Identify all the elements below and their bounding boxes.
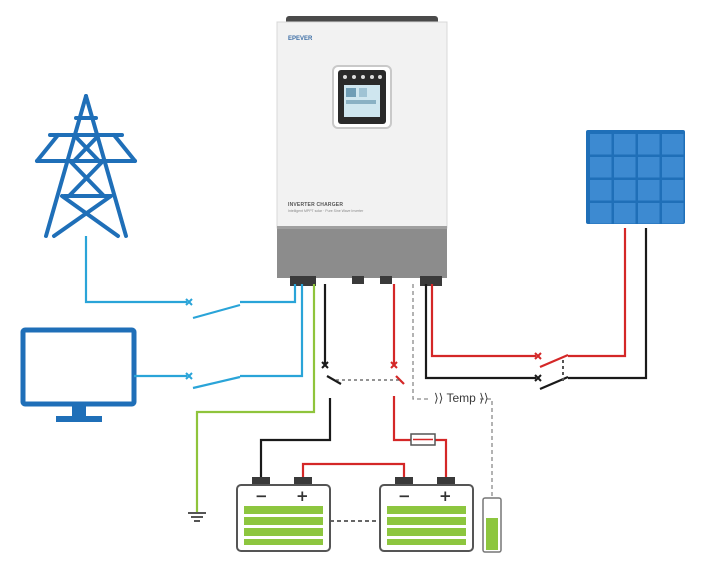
temp-sensor-label: ⟩⟩ Temp ⟩⟩ — [434, 391, 489, 405]
ground-wire — [195, 284, 316, 512]
solar-cell — [638, 134, 660, 155]
breaker-load — [185, 372, 193, 380]
solar-cell — [590, 203, 612, 224]
inverter-subtitle: Intelligent MPPT solar · Pure Sine Wave … — [288, 209, 364, 213]
ac-input-wire — [84, 236, 297, 320]
transmission-tower-icon — [35, 94, 137, 238]
battery2-negative-sign: − — [398, 487, 411, 505]
battery1-negative-sign: − — [255, 487, 268, 505]
solar-cell — [638, 157, 660, 178]
solar-cell — [662, 157, 684, 178]
temp-sensor-wire — [412, 284, 493, 498]
fuse-icon — [410, 433, 436, 446]
pv-negative-wire — [424, 228, 648, 391]
solar-cell — [662, 134, 684, 155]
temp-arrows-right: ⟩⟩ — [479, 391, 489, 405]
solar-cell — [590, 134, 612, 155]
breaker-battery-neg — [321, 361, 329, 369]
battery1-positive-sign: + — [296, 487, 309, 505]
solar-cell — [590, 157, 612, 178]
battery-icon — [236, 477, 331, 552]
battery-negative-wire — [259, 284, 342, 478]
monitor-icon — [20, 327, 137, 422]
solar-cell — [614, 157, 636, 178]
breaker-pv — [534, 352, 564, 382]
solar-cell — [614, 180, 636, 201]
battery-series-wire — [301, 462, 406, 478]
battery-positive-wire — [392, 284, 448, 478]
battery-icon — [379, 477, 474, 552]
temp-sensor-icon — [482, 497, 502, 553]
pv-positive-wire — [430, 228, 627, 369]
solar-panel-icon — [586, 130, 685, 224]
solar-cell — [638, 203, 660, 224]
solar-cell — [614, 203, 636, 224]
ac-output-wire — [134, 284, 304, 390]
battery2-positive-sign: + — [439, 487, 452, 505]
breaker-battery-pos — [390, 361, 398, 369]
breaker-grid — [185, 298, 193, 306]
solar-cell — [614, 134, 636, 155]
solar-cell — [590, 180, 612, 201]
inverter-title: INVERTER CHARGER — [288, 202, 344, 208]
temp-text: Temp — [446, 391, 476, 405]
ground-icon — [188, 512, 206, 522]
inverter-brand-logo: EPEVER — [288, 36, 313, 42]
temp-arrows-left: ⟩⟩ — [434, 391, 444, 405]
solar-cell — [662, 180, 684, 201]
solar-cell — [662, 203, 684, 224]
inverter-unit — [276, 16, 448, 286]
solar-cell — [638, 180, 660, 201]
